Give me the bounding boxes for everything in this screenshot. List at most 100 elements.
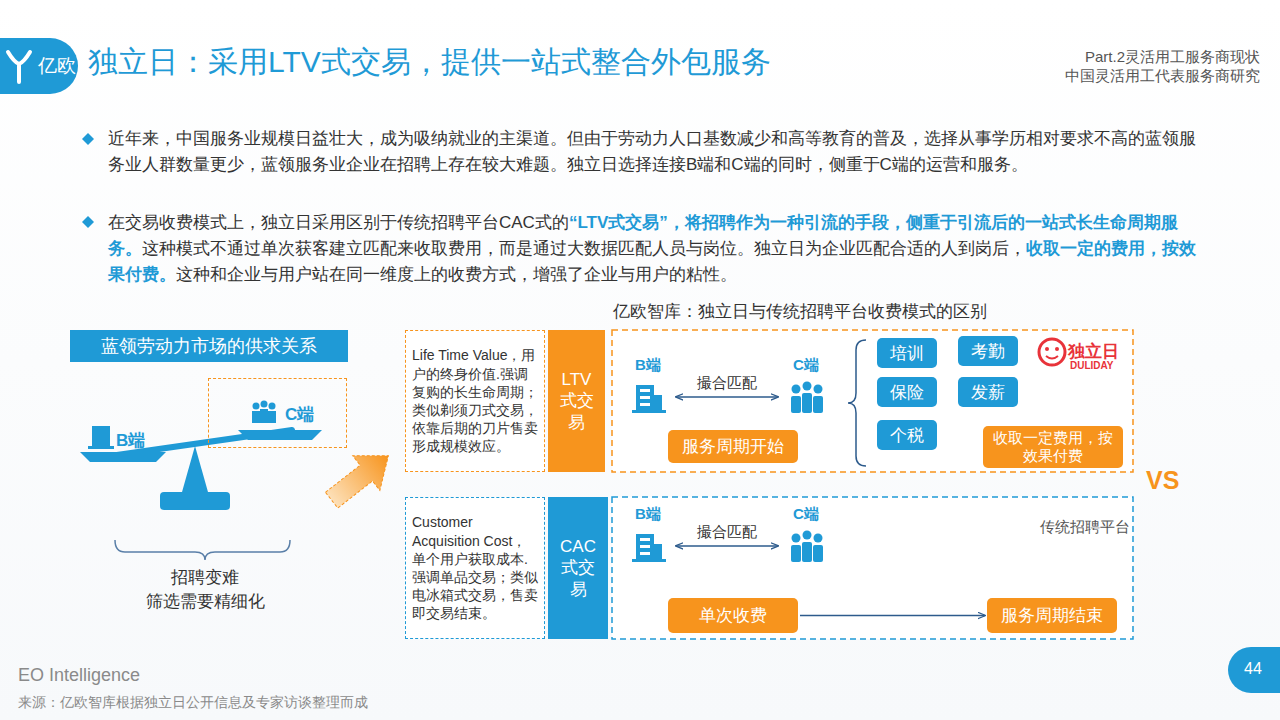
process-box: 服务周期结束 — [987, 598, 1117, 633]
paragraph-segment: 这种模式不通过单次获客建立匹配来收取费用，而是通过大数据匹配人员与岗位。独立日为… — [142, 239, 1026, 258]
bullet-diamond — [82, 133, 94, 145]
entity-icon — [784, 528, 828, 564]
logo-tab — [0, 38, 78, 94]
party-node: B端 — [622, 356, 674, 418]
building-base — [88, 446, 114, 449]
entity-icon — [784, 379, 828, 415]
node-text: 保险 — [890, 381, 924, 404]
building-body — [92, 426, 110, 448]
connector-label: 撮合匹配 — [694, 523, 760, 542]
description-box: Customer Acquisition Cost，单个用户获取成本.强调单品交… — [405, 497, 545, 639]
node-text: 培训 — [890, 342, 924, 365]
node-text: LTV式交易 — [554, 369, 599, 433]
building-icon — [88, 426, 114, 449]
mode-band: LTV式交易 — [548, 330, 605, 472]
building-wing — [654, 395, 662, 411]
party-node: B端 — [622, 505, 674, 567]
node-text: 发薪 — [971, 381, 1005, 404]
building-body — [636, 385, 654, 411]
person-head — [814, 385, 823, 394]
big-arrow-shape — [318, 438, 402, 517]
window — [640, 403, 650, 406]
building-windows — [640, 538, 650, 555]
people-icon — [791, 382, 823, 414]
logo-eye — [1055, 347, 1059, 351]
node-text: B端 — [635, 356, 661, 375]
building-body — [636, 534, 654, 560]
node-text: C端 — [285, 403, 314, 426]
logo-ring — [1039, 339, 1065, 365]
node-text: C端 — [793, 356, 819, 375]
connector — [676, 545, 778, 547]
building-icon — [632, 385, 666, 413]
party-node: C端 — [780, 505, 832, 567]
process-box: 收取一定费用，按效果付费 — [983, 426, 1123, 468]
big-arrow — [318, 438, 402, 517]
node-text: 单次收费 — [699, 604, 767, 627]
service-box: 培训 — [877, 338, 937, 368]
window — [640, 538, 650, 541]
entity-icon — [626, 379, 670, 415]
scale-fulcrum — [182, 446, 208, 492]
paragraph-segment: 这种和企业与用户站在同一维度上的收费方式，增强了企业与用户的粘性。 — [176, 265, 737, 284]
node-text: B端 — [635, 505, 661, 524]
description-box: Life Time Value，用户的终身价值.强调复购的长生命周期；类似剃须刀… — [405, 330, 545, 472]
building-icon — [632, 534, 666, 562]
people-icon — [252, 401, 276, 424]
logo-eye — [1045, 347, 1049, 351]
logo-mark — [8, 52, 30, 82]
brace — [848, 340, 866, 466]
service-box: 发薪 — [958, 377, 1018, 407]
logo-text: 独立日 — [1068, 340, 1119, 363]
person-body — [791, 396, 801, 413]
chart-subtitle: 亿欧智库：独立日与传统招聘平台收费模式的区别 — [560, 300, 1040, 323]
party-label: B端 — [116, 429, 145, 452]
window — [640, 389, 650, 392]
scale-base — [160, 492, 230, 510]
person-head — [803, 382, 812, 391]
window — [640, 552, 650, 555]
person-body — [260, 409, 268, 423]
section-label: Part.2灵活用工服务商现状 — [1000, 48, 1260, 67]
section-label: 中国灵活用工代表服务商研究 — [1000, 67, 1260, 86]
node-text: 收取一定费用，按效果付费 — [989, 429, 1117, 465]
connector — [800, 615, 985, 617]
person-head — [261, 401, 268, 408]
person-body — [813, 396, 823, 413]
node-text: 考勤 — [971, 340, 1005, 363]
building-wing — [654, 544, 662, 560]
node-text: 蓝领劳动力市场的供求关系 — [101, 334, 317, 358]
source-note: 来源：亿欧智库根据独立日公开信息及专家访谈整理而成 — [18, 694, 368, 712]
note: 招聘变难 筛选需要精细化 — [140, 566, 270, 614]
node-text: CAC式交易 — [554, 536, 602, 600]
window — [640, 396, 650, 399]
person-body — [802, 542, 812, 562]
highlight-box: C端 — [208, 378, 347, 448]
title: 独立日：采用LTV式交易，提供一站式整合外包服务 — [88, 42, 771, 83]
brand-text: EO Intelligence — [18, 665, 140, 686]
connector-label: 撮合匹配 — [694, 374, 760, 393]
node-text: Customer Acquisition Cost，单个用户获取成本.强调单品交… — [412, 513, 538, 622]
person-head — [792, 534, 801, 543]
node-text: 服务周期结束 — [1001, 604, 1103, 627]
logo-text: DULIDAY — [1070, 360, 1114, 371]
entity-icon — [626, 528, 670, 564]
service-box: 个税 — [877, 420, 937, 450]
logo-smile — [1046, 356, 1058, 359]
person-head — [269, 403, 276, 410]
person-head — [792, 385, 801, 394]
node-text: 个税 — [890, 424, 924, 447]
cac-panel — [612, 497, 1133, 639]
node-text: C端 — [793, 505, 819, 524]
person-body — [813, 545, 823, 562]
person-body — [268, 411, 276, 423]
scale-plate — [80, 452, 166, 462]
service-box: 保险 — [877, 377, 937, 407]
building-base — [632, 559, 666, 562]
building-base — [632, 410, 666, 413]
page-number: 44 — [1240, 660, 1266, 678]
service-box: 考勤 — [958, 336, 1018, 366]
scale-plate — [238, 430, 322, 440]
person-head — [814, 534, 823, 543]
person-body — [802, 393, 812, 413]
